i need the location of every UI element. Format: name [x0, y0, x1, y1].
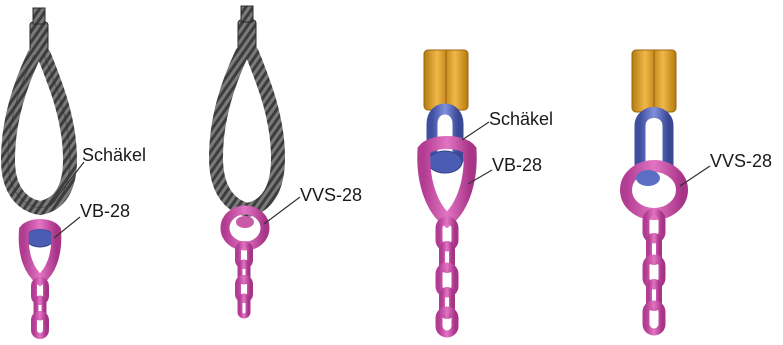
- wire-rope-eye: [216, 53, 278, 210]
- shackle-pin: [26, 229, 54, 247]
- label-vvs28-fig4: VVS-28: [710, 152, 772, 170]
- shackle-pin: [428, 151, 462, 173]
- label-vb28-fig1: VB-28: [80, 202, 130, 220]
- figure-4-sling-vvs28: [626, 50, 682, 332]
- label-schaekel-fig1: Schäkel: [82, 146, 146, 164]
- figure-3-sling-shackle-vb28: [424, 50, 470, 334]
- chain: [34, 280, 46, 336]
- label-schaekel-fig3: Schäkel: [489, 110, 553, 128]
- vvs28-body: [236, 216, 254, 228]
- rope-end: [241, 6, 253, 22]
- rope-end: [33, 8, 45, 24]
- figure-2-rope-vvs28: [216, 6, 278, 316]
- chain: [238, 244, 250, 316]
- chain: [439, 220, 455, 334]
- label-vb28-fig3: VB-28: [492, 156, 542, 174]
- figure-1-rope-shackle-vb28: [8, 8, 70, 336]
- vvs28-pin: [636, 170, 660, 186]
- wire-rope-eye: [8, 55, 70, 208]
- chain: [646, 212, 662, 332]
- label-vvs28-fig2: VVS-28: [300, 186, 362, 204]
- leader-lines: [50, 122, 710, 238]
